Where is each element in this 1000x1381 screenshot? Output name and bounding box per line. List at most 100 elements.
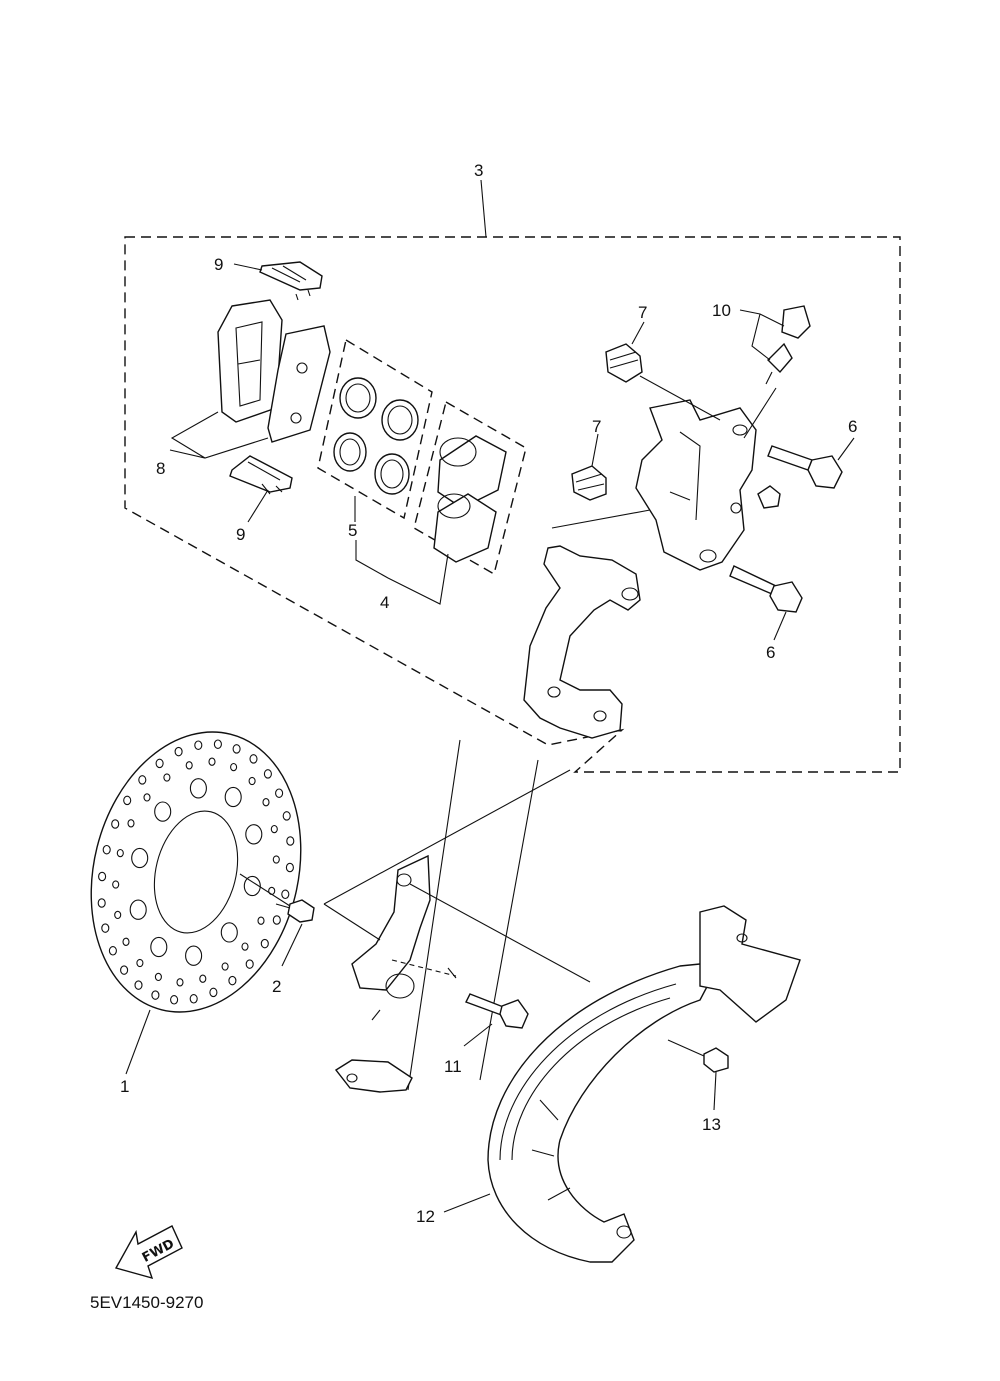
leader-8 xyxy=(169,411,269,459)
caliper-body xyxy=(635,399,757,571)
piston-seals xyxy=(333,377,419,495)
brake-pad-backing xyxy=(267,325,331,443)
disc-bolt xyxy=(275,899,315,923)
callout-1: 1 xyxy=(120,1077,129,1096)
disc-outer-hole xyxy=(281,889,290,900)
assembly-leader-bolt xyxy=(391,959,457,977)
leader-6a xyxy=(837,437,855,461)
callout-12: 12 xyxy=(416,1207,435,1226)
disc-outer-hole xyxy=(111,819,120,829)
callout-2: 2 xyxy=(272,977,281,996)
disc-outer-hole xyxy=(138,775,147,785)
drawing-code: 5EV1450-9270 xyxy=(90,1293,203,1312)
disc-outer-hole xyxy=(102,844,111,855)
callout-8: 8 xyxy=(156,459,165,478)
leader-13 xyxy=(713,1071,717,1111)
disc-outer-hole xyxy=(134,980,143,990)
callout-11: 11 xyxy=(444,1057,462,1076)
leader-3 xyxy=(480,179,487,238)
disc-outer-hole xyxy=(286,836,295,846)
disc-mid-hole xyxy=(270,824,278,834)
disc-window xyxy=(150,936,168,958)
bleed-screw xyxy=(765,305,811,385)
disc-outer-hole xyxy=(101,923,110,933)
disc-outer-hole xyxy=(155,758,164,769)
callout-4: 4 xyxy=(380,593,389,612)
leader-9a xyxy=(233,263,263,271)
disc-outer-hole xyxy=(97,898,106,908)
leader-11 xyxy=(463,1023,493,1047)
disc-mid-hole xyxy=(163,773,171,782)
leader-9b xyxy=(247,489,269,523)
disc-outer-hole xyxy=(245,959,254,969)
callout-6-lower: 6 xyxy=(766,643,775,662)
disc-window xyxy=(220,922,238,943)
disc-mid-hole xyxy=(199,974,207,983)
disc-outer-hole xyxy=(108,946,117,956)
disc-window xyxy=(131,847,149,869)
bolt-11 xyxy=(465,993,529,1029)
boot-to-caliper xyxy=(551,375,721,529)
callout-7-upper: 7 xyxy=(638,303,647,322)
pin-bolt-lower xyxy=(729,565,803,613)
disc-outer-hole xyxy=(232,744,241,754)
disc-outer-hole xyxy=(123,795,132,806)
callout-6-upper: 6 xyxy=(848,417,857,436)
brake-pad-inner xyxy=(217,299,283,423)
disc-mid-hole xyxy=(208,757,216,766)
callout-13: 13 xyxy=(702,1115,721,1134)
disc-window xyxy=(154,801,172,822)
disc-outer-hole xyxy=(263,769,272,779)
callout-9-upper: 9 xyxy=(214,255,223,274)
assembly-leader-guard xyxy=(409,883,591,983)
seal-kit-box xyxy=(317,338,433,520)
fwd-arrow-icon: FWD xyxy=(114,1225,183,1280)
disc-outer-hole xyxy=(98,871,107,882)
callout-5: 5 xyxy=(348,521,357,540)
disc-outer-hole xyxy=(272,915,281,925)
disc-mid-hole xyxy=(154,972,162,982)
disc-outer-hole xyxy=(260,938,269,949)
pistons xyxy=(433,435,507,563)
disc-outer-hole xyxy=(249,754,258,764)
disc-mid-hole xyxy=(185,761,193,770)
leader-2 xyxy=(281,923,303,967)
disc-window xyxy=(243,875,261,897)
boot-lower xyxy=(571,465,607,501)
disc-mid-hole xyxy=(112,880,120,889)
callout-7-lower: 7 xyxy=(592,417,601,436)
disc-mid-hole xyxy=(272,855,280,864)
disc-outer-hole xyxy=(282,811,291,821)
disc-mid-hole xyxy=(221,962,229,971)
disc-mid-hole xyxy=(136,958,144,968)
disc-outer-hole xyxy=(170,995,179,1005)
disc-window xyxy=(185,945,203,966)
disc-mid-hole xyxy=(127,819,135,828)
disc-outer-hole xyxy=(213,739,222,749)
disc-mid-hole xyxy=(262,798,270,807)
disc-mid-hole xyxy=(241,942,249,951)
pad-shim-upper xyxy=(259,261,323,301)
assembly-leader-caliper xyxy=(323,769,571,941)
disc-mid-hole xyxy=(176,978,184,987)
callout-10: 10 xyxy=(712,301,731,320)
boot-upper xyxy=(605,343,643,383)
disc-mid-hole xyxy=(122,937,130,946)
disc-mid-hole xyxy=(248,776,256,786)
disc-window xyxy=(129,899,147,920)
piston-kit-box xyxy=(413,400,527,576)
caliper-bracket xyxy=(523,545,641,739)
leader-7b xyxy=(591,433,599,467)
bolt-13 xyxy=(667,1039,729,1073)
fork-leg xyxy=(334,739,539,1093)
leader-10 xyxy=(739,309,785,439)
disc-window xyxy=(224,786,242,808)
disc-outer-hole xyxy=(275,788,284,798)
disc-mid-hole xyxy=(230,762,238,772)
disc-window xyxy=(189,778,207,799)
caliper-assembly-boundary xyxy=(124,236,901,773)
small-bolt-caliper xyxy=(757,485,781,509)
pad-shim-lower xyxy=(229,455,293,495)
brake-disc xyxy=(90,731,302,1013)
